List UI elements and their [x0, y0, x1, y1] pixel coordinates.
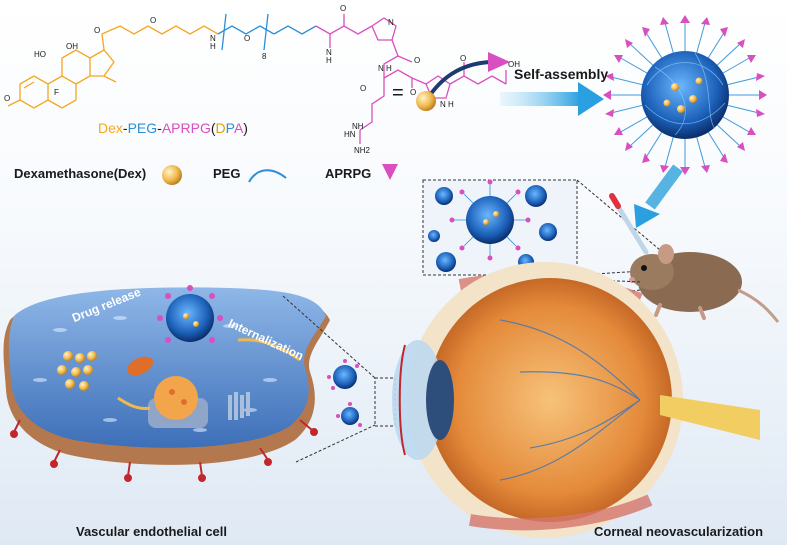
molecule-atom-label: O — [460, 54, 467, 63]
eye-caption: Corneal neovascularization — [594, 524, 764, 539]
dex-ball-icon — [162, 165, 182, 185]
molecule-atom-label: O — [244, 34, 251, 43]
name-sep-2: - — [157, 120, 162, 136]
name-a: A — [233, 120, 244, 136]
molecule-atom-label: H — [210, 42, 216, 51]
conjugate-symbol — [416, 52, 510, 111]
name-close-paren: ) — [243, 120, 248, 136]
name-peg: PEG — [127, 120, 158, 136]
molecule-atom-label: N — [440, 100, 446, 109]
molecule-atom-label: HO — [34, 50, 46, 59]
molecule-atom-label: OH — [66, 42, 78, 51]
name-dex: Dex — [98, 120, 123, 136]
molecule-atom-label: N — [210, 34, 216, 43]
molecule-atom-label: OH — [508, 60, 520, 69]
conjugate-name: Dex-PEG-APRPG(DPA) — [98, 120, 248, 136]
molecule-atom-label: NH — [352, 122, 364, 131]
aprpg-structure — [315, 14, 507, 144]
name-open-paren: ( — [210, 120, 216, 136]
cell-caption: Vascular endothelial cell — [76, 524, 228, 539]
molecule-atom-label: O — [4, 94, 11, 103]
peg-line-icon — [248, 169, 287, 183]
molecule-atom-label: F — [54, 88, 59, 97]
application-arrow — [634, 164, 683, 228]
molecule-atom-label: O — [410, 88, 417, 97]
name-aprpg: APRPG — [161, 120, 211, 136]
molecule-atom-label: N — [378, 64, 384, 73]
molecule-atom-label: N — [388, 18, 394, 27]
molecule-atom-label: O — [414, 56, 421, 65]
name-d: D — [215, 120, 226, 136]
endothelial-cell — [3, 285, 362, 482]
name-sep-1: - — [122, 120, 128, 136]
cell-pointer-lines — [282, 295, 376, 463]
molecule-atom-label: H — [326, 56, 332, 65]
molecule-atom-label: O — [360, 84, 367, 93]
equals-sign: = — [392, 82, 404, 104]
molecule-atom-label: H — [448, 100, 454, 109]
legend-dex-label: Dexamethasone(Dex) — [14, 166, 147, 181]
peg-structure — [217, 13, 317, 51]
molecule-atom-label: H — [386, 64, 392, 73]
legend-peg-label: PEG — [213, 166, 241, 181]
aprpg-triangle-icon — [382, 164, 398, 180]
molecule-atom-label: HN — [344, 130, 356, 139]
molecule-atom-label: O — [94, 26, 101, 35]
legend-aprpg-label: APRPG — [325, 166, 372, 181]
molecule-atom-label: NH2 — [354, 146, 371, 155]
molecule-atom-label: O — [150, 16, 157, 25]
micelle — [603, 15, 767, 175]
succinate-linker — [119, 25, 219, 35]
eye-dropper — [609, 193, 649, 255]
dex-structure — [7, 25, 121, 109]
micelle-inset — [422, 179, 578, 276]
name-p: P — [225, 120, 234, 136]
cornea-zoom-box — [374, 377, 396, 427]
peg-repeat-subscript: 8 — [262, 52, 267, 61]
molecule-atom-label: O — [340, 4, 347, 13]
self-assembly-label: Self-assembly — [514, 66, 609, 82]
molecule-atom-label: N — [326, 48, 332, 57]
mouse — [629, 244, 780, 323]
self-assembly-arrow — [500, 82, 604, 116]
eyeball — [392, 262, 760, 538]
inset-pointer-lines — [576, 179, 661, 276]
